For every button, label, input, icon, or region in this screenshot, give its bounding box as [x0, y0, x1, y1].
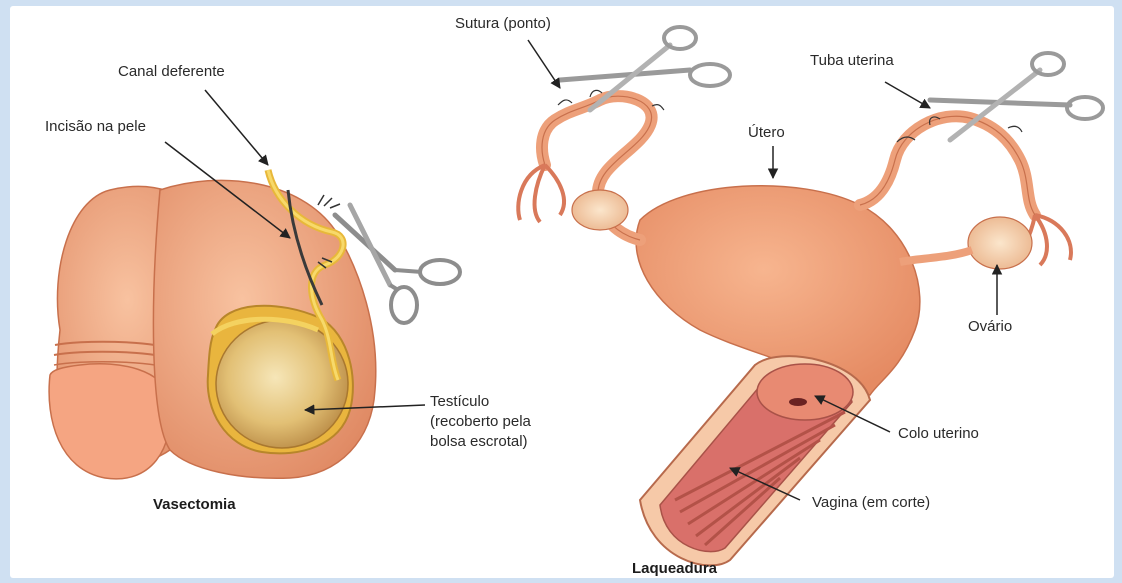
label-testicle-line3: bolsa escrotal)	[430, 433, 528, 451]
caption-tubal-ligation: Laqueadura	[632, 560, 717, 577]
label-uterus: Útero	[748, 124, 785, 142]
label-vas-deferens: Canal deferente	[118, 63, 225, 81]
label-fallopian-tube: Tuba uterina	[810, 52, 894, 70]
testicle-shape	[208, 306, 353, 454]
label-skin-incision: Incisão na pele	[45, 118, 146, 136]
label-testicle-line2: (recoberto pela	[430, 413, 531, 431]
label-testicle-line1: Testículo	[430, 393, 489, 411]
caption-vasectomy: Vasectomia	[153, 496, 236, 513]
label-vagina: Vagina (em corte)	[812, 494, 930, 512]
vagina-section-shape	[640, 356, 870, 565]
label-cervix: Colo uterino	[898, 425, 979, 443]
label-ovary: Ovário	[968, 318, 1012, 336]
label-suture: Sutura (ponto)	[455, 15, 551, 33]
